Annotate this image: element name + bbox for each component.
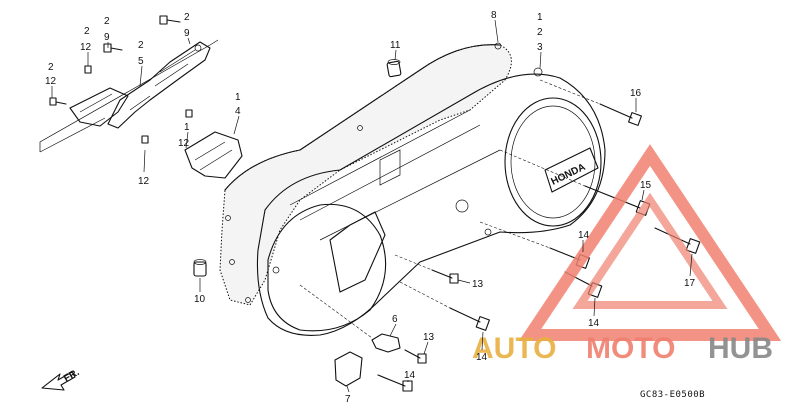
callout-label: 13 — [472, 279, 484, 290]
callouts: 2 12 2 9 2 9 2 12 2 5 1 4 1 12 12 11 8 1… — [45, 10, 696, 405]
callout-label: 16 — [630, 88, 642, 99]
callout-label: 14 — [588, 318, 600, 329]
leader-lines — [51, 19, 693, 393]
bracket-part-5 — [107, 41, 211, 129]
callout-label: 14 — [476, 352, 488, 363]
callout-label: 9 — [184, 28, 190, 39]
callout-label: 15 — [640, 180, 652, 191]
callout-label: 10 — [194, 294, 206, 305]
callout-label: 12 — [45, 76, 57, 87]
dowel-pin-icon — [193, 59, 402, 277]
watermark-word-2: MOTO — [586, 332, 675, 365]
callout-label: 14 — [404, 370, 416, 381]
gasket-part-8 — [219, 42, 512, 306]
bracket-left — [69, 87, 129, 127]
callout-label: 8 — [491, 10, 497, 21]
callout-label: 2 — [104, 16, 110, 27]
callout-label: 5 — [138, 56, 144, 67]
callout-label: 12 — [138, 176, 150, 187]
callout-label: 14 — [578, 230, 590, 241]
callout-label: 1 — [235, 92, 241, 103]
watermark-word-3: HUB — [708, 332, 773, 365]
inset-box — [39, 39, 219, 153]
callout-label: 9 — [104, 32, 110, 43]
callout-label: 4 — [235, 106, 241, 117]
callout-label: 3 — [537, 42, 543, 53]
callout-label: 1 — [184, 122, 190, 133]
callout-label: 2 — [138, 40, 144, 51]
callout-label: 2 — [48, 62, 54, 73]
callout-label: 12 — [178, 138, 190, 149]
callout-label: 6 — [392, 314, 398, 325]
callout-label: 12 — [80, 42, 92, 53]
clamp-part-6 — [371, 333, 401, 353]
callout-label: 2 — [84, 26, 90, 37]
clamp-part-7 — [334, 351, 363, 387]
direction-label: FR. — [62, 367, 82, 385]
part-code: GC83-E0500B — [640, 390, 705, 400]
watermark-word-1: AUTO — [472, 332, 556, 365]
callout-label: 17 — [684, 278, 696, 289]
callout-label: 1 — [537, 12, 543, 23]
callout-label: 2 — [537, 27, 543, 38]
callout-label: 7 — [345, 394, 351, 405]
callout-label: 13 — [423, 332, 435, 343]
bracket-part-4 — [184, 131, 243, 179]
front-direction-arrow: FR. — [41, 367, 82, 391]
callout-label: 2 — [184, 12, 190, 23]
callout-label: 11 — [390, 40, 401, 51]
watermark-logo: AUTO MOTO HUB — [472, 144, 782, 365]
